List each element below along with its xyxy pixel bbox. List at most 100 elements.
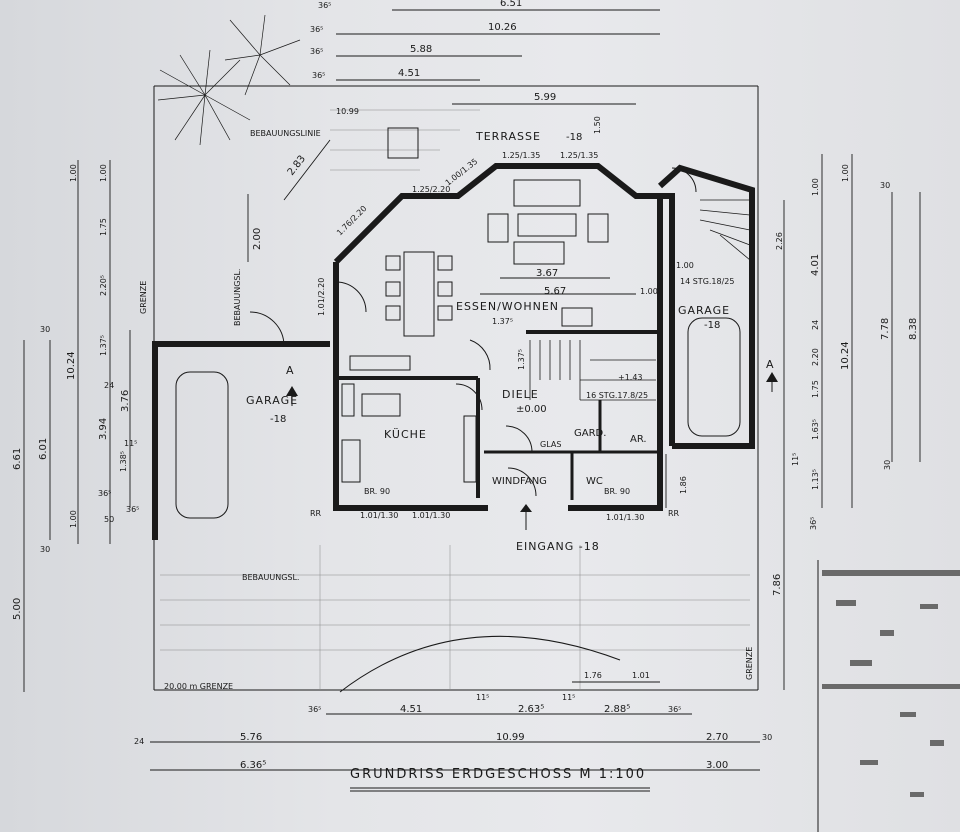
dim-label: 10.26 — [488, 22, 517, 33]
dim-label: 30 — [883, 460, 892, 470]
level-143: +1.43 — [618, 373, 643, 382]
label-essen-wohnen: ESSEN/WOHNEN — [456, 300, 559, 313]
dim-label: 5.76 — [240, 732, 262, 743]
dim-label: 30 — [880, 181, 890, 190]
dim-label: 2.00 — [252, 228, 263, 250]
label-eingang: EINGANG -18 — [516, 540, 600, 553]
label-diele: DIELE — [502, 388, 539, 401]
house-walls — [152, 163, 755, 540]
label-grenze-bottom: 20.00 m GRENZE — [164, 682, 233, 691]
parapet-label: BR. 90 — [364, 487, 390, 496]
annotations: BEBAUUNGSLINIE BEBAUUNGSL. BEBAUUNGSL. G… — [139, 129, 774, 691]
dim-label: 1.00 — [640, 287, 658, 296]
level-diele: ±0.00 — [516, 404, 547, 415]
dim-label: 36⁵ — [668, 705, 681, 714]
dim-label: 5.99 — [534, 92, 556, 103]
furniture — [175, 127, 751, 693]
window-label: 1.25/2.20 — [412, 185, 450, 194]
dim-label: 5.00 — [12, 598, 23, 620]
label-garage-right: GARAGE — [678, 304, 730, 317]
dim-label: 2.63⁵ — [518, 704, 544, 715]
section-a-left: A — [286, 364, 295, 377]
paving-hatch — [160, 109, 750, 690]
label-gard: GARD. — [574, 428, 606, 439]
label-kueche: KÜCHE — [384, 428, 427, 441]
smudge-area — [822, 570, 960, 797]
dim-label: 6.01 — [38, 438, 49, 460]
dim-label: 10.24 — [66, 351, 77, 380]
window-label: 1.25/1.35 — [502, 151, 540, 160]
dim-label: 30 — [40, 325, 50, 334]
dim-label: 1.86 — [679, 476, 688, 494]
level-garage-right: -18 — [704, 320, 720, 331]
dim-label: 6.36⁵ — [240, 760, 266, 771]
dim-label: 1.00 — [811, 178, 820, 196]
window-label: 1.01/2.20 — [317, 278, 326, 316]
dim-label: 1.75 — [811, 380, 820, 398]
level-terrasse: -18 — [566, 132, 582, 143]
dim-label: 50 — [104, 515, 114, 524]
dim-label: 6.61 — [12, 448, 23, 470]
dim-label: 2.83 — [286, 154, 308, 178]
dim-label: 36⁵ — [310, 25, 323, 34]
dim-label: 2.26 — [775, 232, 784, 250]
label-terrasse: TERRASSE — [475, 130, 541, 143]
drawing-title: GRUNDRISS ERDGESCHOSS M 1:100 — [350, 767, 646, 782]
label-bebauungsl-bottom: BEBAUUNGSL. — [242, 573, 299, 582]
dim-label: 24 — [104, 381, 114, 390]
dim-label: 4.51 — [398, 68, 420, 79]
dim-label: 1.76 — [584, 671, 602, 680]
room-labels: TERRASSE -18 ESSEN/WOHNEN KÜCHE DIELE ±0… — [246, 130, 730, 553]
dim-label: 11⁵ — [562, 693, 575, 702]
parapet-label: BR. 90 — [604, 487, 630, 496]
dim-label: 1.00 — [841, 164, 850, 182]
stairs-garage: 14 STG.18/25 — [680, 277, 734, 286]
dim-label: 7.78 — [880, 318, 891, 340]
dim-label: 24 — [134, 737, 144, 746]
window-label: 1.01/1.30 — [360, 511, 398, 520]
rr-left: RR — [310, 509, 322, 518]
dim-label: 1.00 — [69, 164, 78, 182]
dim-label: 36⁵ — [126, 505, 139, 514]
dim-label: 11⁵ — [124, 439, 137, 448]
label-wc: WC — [586, 476, 603, 487]
dim-label: 36⁵ — [308, 705, 321, 714]
window-label: 1.25/1.35 — [560, 151, 598, 160]
dim-label: 2.20⁵ — [99, 275, 108, 296]
dim-label: 1.37⁵ — [99, 335, 108, 356]
dim-label: 1.00 — [69, 510, 78, 528]
label-ar: AR. — [630, 434, 647, 445]
dim-label: 1.00 — [676, 261, 694, 270]
car-icon — [175, 371, 229, 519]
window-labels: 1.25/1.35 1.25/1.35 1.25/2.20 1.00/1.35 … — [317, 151, 644, 522]
dimension-labels: 6.51 10.26 5.88 4.51 10.99 5.99 1.50 36⁵… — [12, 0, 919, 771]
dim-label: 36⁵ — [809, 517, 818, 530]
section-markers — [286, 372, 778, 406]
dim-label: 10.99 — [496, 732, 525, 743]
dim-label: 2.20 — [811, 348, 820, 366]
dim-label: 5.67 — [544, 286, 566, 297]
dim-label: 30 — [762, 733, 772, 742]
label-bebauungslinie: BEBAUUNGSLINIE — [250, 129, 321, 138]
stairs-main: 16 STG.17.8/25 — [586, 391, 648, 400]
level-garage-left: -18 — [270, 414, 286, 425]
dim-label: 1.38⁵ — [119, 451, 128, 472]
dim-label: 1.50 — [593, 116, 602, 134]
dim-label: 36⁵ — [310, 47, 323, 56]
label-grenze-left: GRENZE — [139, 281, 148, 314]
dimension-lines — [23, 9, 921, 792]
dim-label: 3.67 — [536, 268, 558, 279]
dim-label: 1.00 — [99, 164, 108, 182]
car-icon — [687, 317, 741, 437]
dim-label: 10.99 — [336, 107, 359, 116]
dim-label: 11⁵ — [791, 453, 800, 466]
label-grenze-right: GRENZE — [745, 647, 754, 680]
label-windfang: WINDFANG — [492, 476, 547, 487]
dim-label: 3.76 — [120, 390, 131, 412]
dim-label: 2.70 — [706, 732, 728, 743]
dim-label: 1.63⁵ — [811, 419, 820, 440]
dim-label: 5.88 — [410, 44, 432, 55]
dim-label: 24 — [811, 320, 820, 330]
